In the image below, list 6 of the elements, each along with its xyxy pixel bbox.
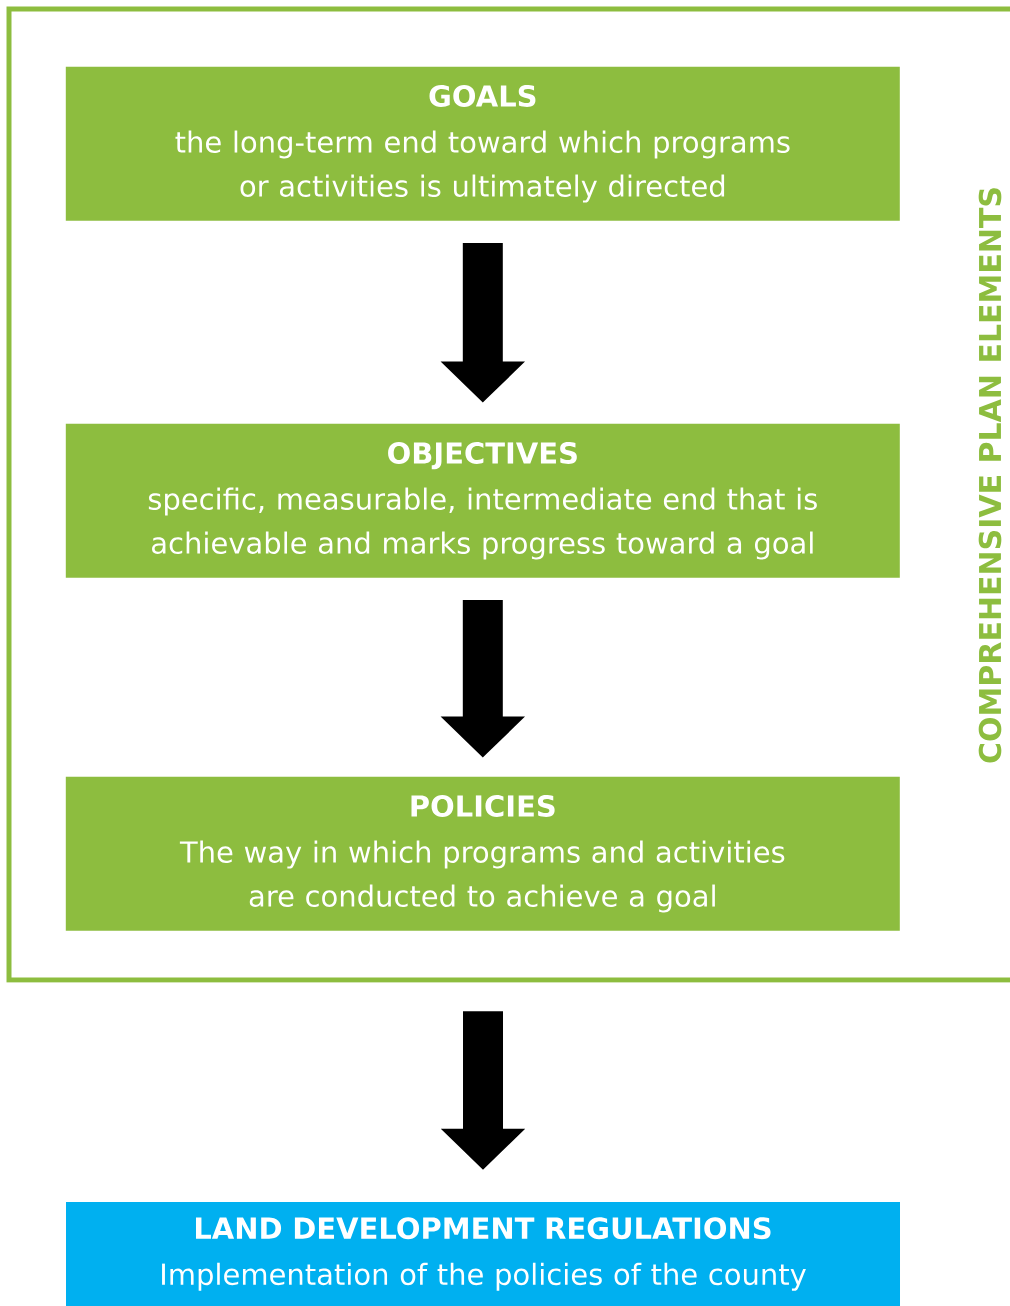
text-box: GOALS the long-term end toward which programs or activities is ultimately directed (65, 66, 900, 221)
vertical-title: COMPREHENSIVE PLAN ELEMENTS (978, 188, 1002, 763)
text-box: POLICIES The way in which programs and activities are conducted to achieve a goal (65, 776, 900, 931)
text-box: OBJECTIVES specific, measurable, intermediate end that is achievable and marks progress toward a goal (65, 423, 900, 578)
text-box: LAND DEVELOPMENT REGULATIONS Implementation of the policies of the county (66, 1202, 900, 1306)
frame (6, 6, 1010, 983)
